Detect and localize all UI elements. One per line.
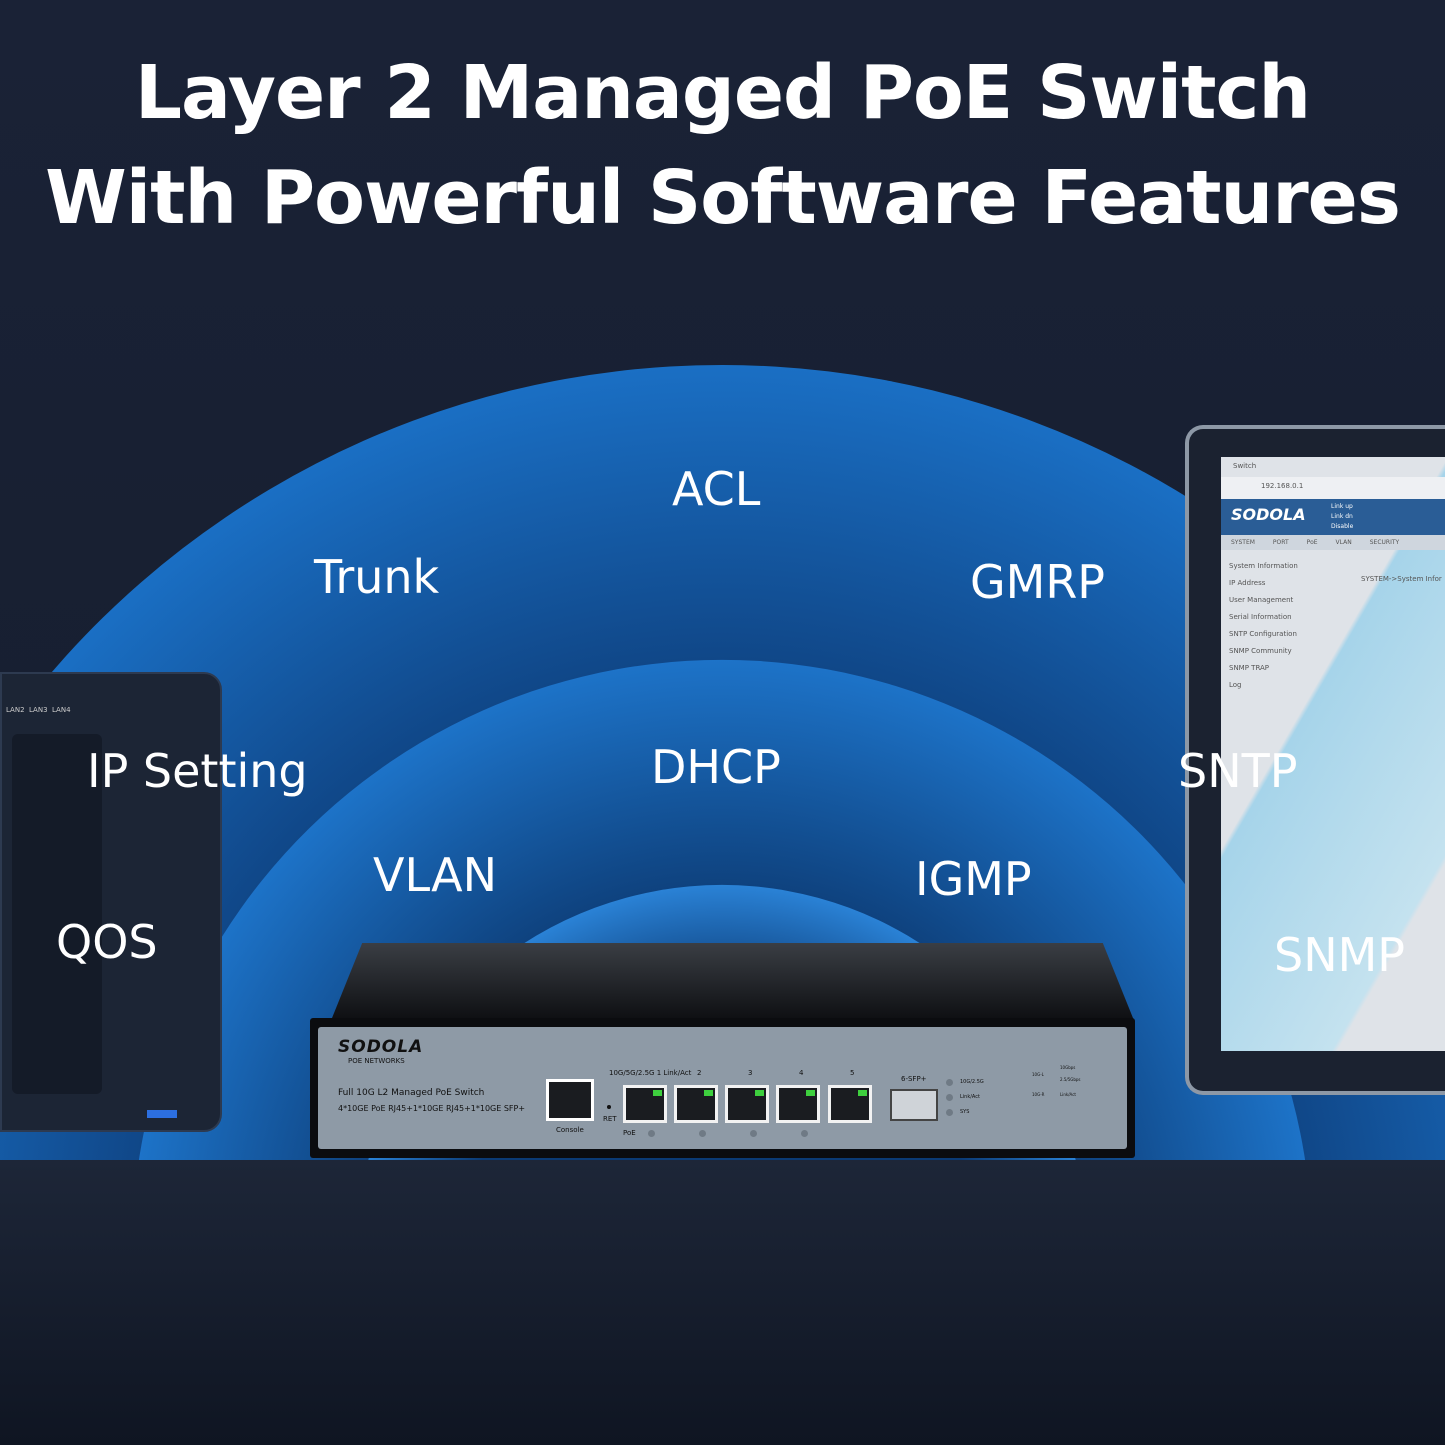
port-label: 4 (799, 1069, 804, 1077)
web-nav: SYSTEM PORT PoE VLAN SECURITY (1221, 535, 1445, 550)
feature-vlan: VLAN (373, 848, 498, 902)
nav-system[interactable]: SYSTEM (1231, 539, 1255, 546)
poe-label: PoE (623, 1129, 636, 1137)
switch-front-panel: SODOLA POE NETWORKS Full 10G L2 Managed … (318, 1027, 1127, 1149)
nas-lan-label: LAN3 (29, 706, 48, 714)
nav-vlan[interactable]: VLAN (1335, 539, 1352, 546)
nas-lan-label: LAN2 (6, 706, 25, 714)
desk-surface (0, 1160, 1445, 1445)
nav-port[interactable]: PORT (1272, 539, 1289, 546)
reset-button[interactable] (607, 1105, 611, 1109)
led-10g (946, 1079, 953, 1086)
web-menu-item[interactable]: User Management (1229, 596, 1294, 604)
reset-label: RET (603, 1115, 617, 1123)
usb-port (147, 1110, 177, 1118)
switch-brand-logo: SODOLA (338, 1037, 424, 1057)
feature-trunk: Trunk (314, 550, 440, 604)
poe-led (648, 1130, 655, 1137)
legend-label: 10G-L (1032, 1072, 1044, 1077)
legend-label: 10Gbps (1060, 1065, 1076, 1070)
port1-label: 10G/5G/2.5G 1 Link/Act (609, 1069, 692, 1077)
rj45-port-4 (776, 1085, 820, 1123)
status-disable: Disable (1331, 523, 1354, 530)
port-label: 2 (697, 1069, 702, 1077)
legend-label: Link/Act (1060, 1092, 1076, 1097)
web-menu-item[interactable]: SNMP TRAP (1229, 664, 1270, 672)
poe-led (699, 1130, 706, 1137)
headline-line1: Layer 2 Managed PoE Switch (134, 50, 1311, 136)
laptop: Switch 192.168.0.1 SODOLA Link up Link d… (1185, 425, 1445, 1095)
led-label: 10G/2.5G (960, 1079, 984, 1085)
headline-line2: With Powerful Software Features (45, 155, 1401, 241)
feature-acl: ACL (672, 462, 761, 516)
feature-ip-setting: IP Setting (87, 744, 308, 798)
led-label: Link/Act (960, 1094, 980, 1100)
nav-security[interactable]: SECURITY (1369, 539, 1400, 546)
feature-gmrp: GMRP (970, 555, 1106, 609)
console-label: Console (556, 1126, 584, 1134)
led-sys (946, 1109, 953, 1116)
model-line1: Full 10G L2 Managed PoE Switch (338, 1088, 485, 1098)
breadcrumb: SYSTEM->System Infor (1361, 575, 1442, 583)
feature-igmp: IGMP (915, 852, 1032, 906)
status-link-up: Link up (1331, 503, 1353, 510)
nas-lan-label: LAN4 (52, 706, 71, 714)
poe-switch: SODOLA POE NETWORKS Full 10G L2 Managed … (310, 943, 1135, 1158)
legend-label: 2.5/5Gbps (1060, 1077, 1081, 1082)
browser-tab[interactable]: Switch (1233, 462, 1257, 470)
legend-label: 10G-R (1032, 1092, 1045, 1097)
web-menu-item[interactable]: SNMP Community (1229, 647, 1292, 655)
web-brand: SODOLA (1231, 505, 1306, 524)
web-menu-item[interactable]: Log (1229, 681, 1242, 689)
switch-brand-sub: POE NETWORKS (348, 1057, 405, 1065)
sfp-port (890, 1089, 938, 1121)
feature-snmp: SNMP (1274, 928, 1406, 982)
laptop-screen: Switch 192.168.0.1 SODOLA Link up Link d… (1221, 457, 1445, 1051)
address-bar[interactable]: 192.168.0.1 (1221, 477, 1445, 499)
rj45-port-5 (828, 1085, 872, 1123)
feature-sntp: SNTP (1178, 744, 1298, 798)
rj45-port-1 (623, 1085, 667, 1123)
web-menu-item[interactable]: Serial Information (1229, 613, 1292, 621)
poe-led (801, 1130, 808, 1137)
sfp-label: 6-SFP+ (901, 1075, 927, 1083)
feature-qos: QOS (56, 915, 158, 969)
led-label: SYS (960, 1109, 970, 1115)
web-menu-item[interactable]: SNTP Configuration (1229, 630, 1297, 638)
web-menu-item[interactable]: IP Address (1229, 579, 1266, 587)
console-port (546, 1079, 594, 1121)
rj45-port-2 (674, 1085, 718, 1123)
feature-dhcp: DHCP (651, 740, 781, 794)
nas-device: LAN2 LAN3 LAN4 (0, 672, 222, 1132)
model-line2: 4*10GE PoE RJ45+1*10GE RJ45+1*10GE SFP+ (338, 1104, 526, 1113)
nas-drive-bay (12, 734, 102, 1094)
port-label: 3 (748, 1069, 753, 1077)
port-label: 5 (850, 1069, 855, 1077)
web-menu-item[interactable]: System Information (1229, 562, 1298, 570)
led-link (946, 1094, 953, 1101)
rj45-port-3 (725, 1085, 769, 1123)
nav-poe[interactable]: PoE (1306, 539, 1318, 546)
poe-led (750, 1130, 757, 1137)
status-link-down: Link dn (1331, 513, 1353, 520)
